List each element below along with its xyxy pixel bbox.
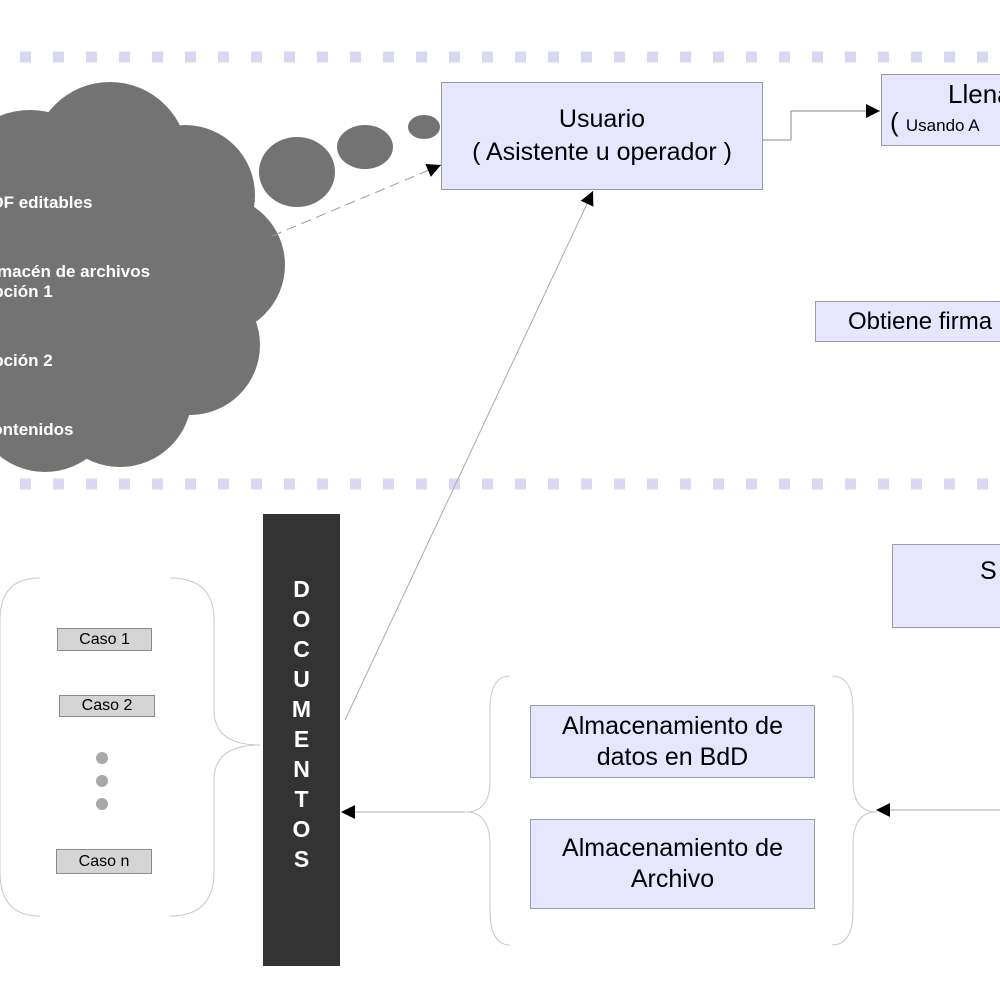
llenar-subtitle-text: Usando A	[905, 116, 980, 135]
almacenamiento-bdd-line2: datos en BdD	[596, 742, 749, 771]
s-box-label: S	[980, 557, 997, 585]
usuario-title: Usuario	[558, 105, 646, 133]
brace-cases-right	[169, 577, 261, 917]
usuario-subtitle: ( Asistente u operador )	[472, 138, 732, 166]
connector-cloud-usuario	[271, 163, 442, 237]
case-ellipsis-dot	[96, 798, 108, 810]
case-n-box[interactable]: Caso n	[56, 849, 152, 874]
cloud-line: Opción 2	[0, 351, 53, 370]
cloud-line: Almacén de archivos	[0, 262, 151, 281]
usuario-box[interactable]: Usuario ( Asistente u operador )	[441, 82, 763, 190]
documentos-letter: O	[292, 816, 311, 842]
case-1-box[interactable]: Caso 1	[57, 628, 152, 651]
cloud-line: Opción 1	[0, 282, 53, 301]
thought-cloud	[0, 82, 285, 472]
brace-storage-right	[831, 675, 878, 946]
almacenamiento-bdd-box[interactable]: Almacenamiento de datos en BdD	[530, 705, 815, 778]
thought-bubble-small	[408, 115, 440, 139]
obtiene-firma-box[interactable]: Obtiene firma	[815, 301, 1000, 342]
llenar-subtitle: ( Usando A	[890, 109, 980, 140]
documentos-letter: T	[294, 786, 309, 812]
case-ellipsis-dot	[96, 752, 108, 764]
cloud-line: Contenidos	[0, 420, 74, 439]
llenar-paren: (	[890, 107, 906, 137]
documentos-letter: N	[293, 756, 310, 782]
llenar-box[interactable]: Llenar ( Usando A	[881, 74, 1000, 146]
connector-documentos-usuario	[344, 190, 594, 721]
documentos-letter: S	[293, 846, 310, 872]
documentos-letter: D	[293, 576, 310, 602]
cloud-line: PDF editables	[0, 193, 93, 212]
obtiene-firma-label: Obtiene firma	[848, 307, 993, 335]
cloud-text-top: PDF editables Almacén de archivos	[0, 145, 150, 306]
almacenamiento-bdd-line1: Almacenamiento de	[562, 711, 783, 740]
documentos-letter: O	[292, 606, 311, 632]
almacenamiento-archivo-line2: Archivo	[630, 865, 715, 893]
thought-bubble-medium	[337, 125, 393, 169]
documentos-letter: M	[291, 696, 312, 722]
brace-cases	[0, 577, 41, 917]
documentos-letter: U	[293, 666, 310, 692]
almacenamiento-archivo-line1: Almacenamiento de	[562, 834, 783, 862]
s-box[interactable]: S	[892, 544, 1000, 628]
case-ellipsis-dot	[96, 775, 108, 787]
connector-usuario-llenar	[763, 104, 880, 141]
brace-storage-left	[465, 675, 511, 946]
almacenamiento-archivo-box[interactable]: Almacenamiento de Archivo	[530, 819, 815, 909]
documentos-letter: C	[293, 636, 310, 662]
llenar-title: Llenar	[948, 79, 1000, 109]
case-2-box[interactable]: Caso 2	[59, 695, 155, 717]
cloud-text-bottom: Opción 1 Opción 2 Contenidos	[0, 234, 74, 464]
thought-bubble-large	[259, 137, 335, 207]
documentos-letter: E	[293, 726, 310, 752]
